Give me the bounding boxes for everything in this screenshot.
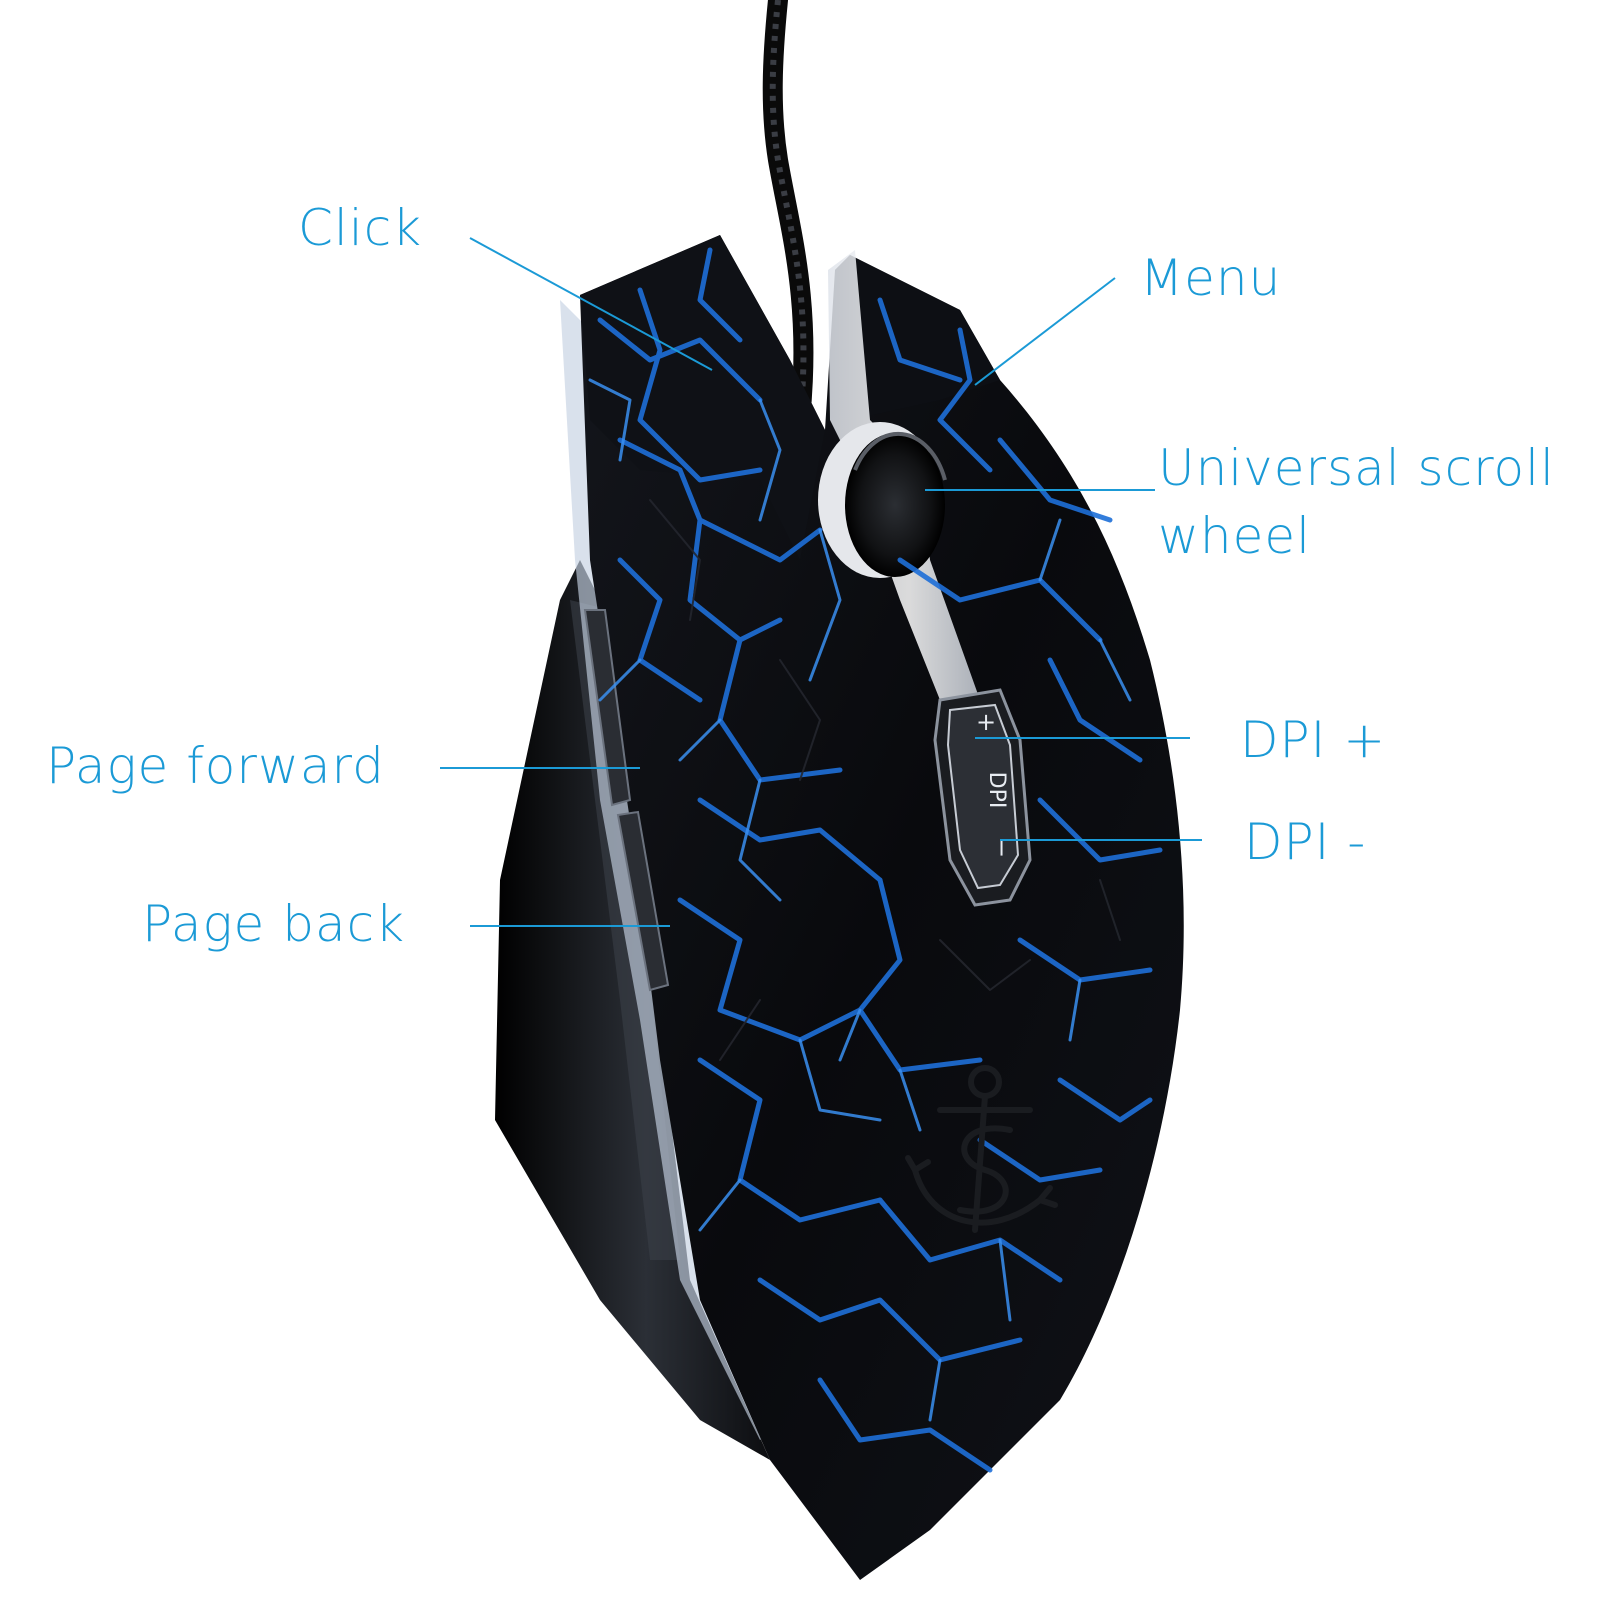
dpi-switch-text: DPI — [984, 772, 1009, 809]
label-dpi-plus: DPI + — [1240, 711, 1387, 769]
label-scroll-wheel-line2: wheel — [1158, 507, 1311, 565]
leader-click — [469, 237, 713, 371]
leader-lines — [440, 237, 1202, 927]
label-menu: Menu — [1140, 249, 1282, 307]
page-back-button[interactable] — [616, 810, 670, 992]
page-forward-button[interactable] — [583, 609, 632, 807]
crackle-pattern — [588, 247, 1163, 1473]
label-click: Click — [298, 199, 423, 257]
label-page-back: Page back — [142, 895, 406, 953]
dpi-switch[interactable] — [933, 688, 1032, 907]
cable — [762, 0, 814, 430]
dpi-plus-glyph: + — [976, 708, 996, 736]
label-scroll-wheel-line1: Universal scroll — [1158, 439, 1555, 497]
scroll-wheel[interactable] — [818, 422, 947, 578]
dpi-minus-glyph: − — [988, 838, 1016, 858]
label-page-forward: Page forward — [46, 737, 385, 795]
label-dpi-minus: DPI - — [1244, 813, 1367, 871]
mouse-shell — [580, 235, 1184, 1580]
anchor-icon — [905, 1065, 1058, 1233]
leader-menu — [974, 277, 1116, 386]
